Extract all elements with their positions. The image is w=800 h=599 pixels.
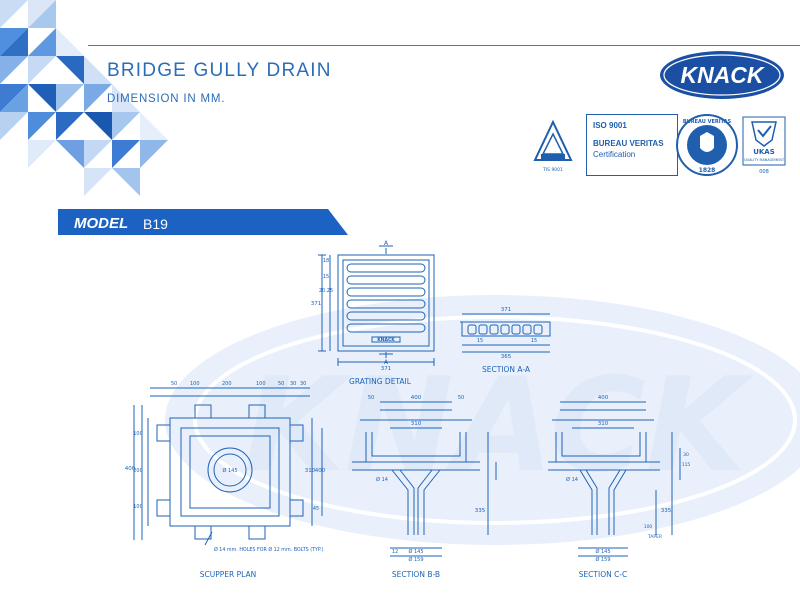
grating-space-dim: 20.25 — [319, 288, 333, 294]
section-bb-top-dim: 400 — [411, 395, 422, 401]
model-label: MODEL — [74, 215, 129, 232]
section-bb-edge-dim-right: 50 — [458, 395, 464, 401]
section-cc-pipe-outer: Ø 159 — [595, 556, 610, 563]
grating-pitch-dim: 15 — [323, 274, 329, 280]
section-cc-taper-dim: 100 — [644, 524, 653, 530]
section-bb-title: SECTION B-B — [392, 570, 440, 579]
section-cc-view — [548, 401, 681, 557]
iso-9001-badge: ISO 9001 BUREAU VERITAS Certification — [586, 114, 678, 176]
section-bb-pipe-inner: Ø 145 — [408, 548, 423, 555]
certification-badges: TIS 9001 ISO 9001 BUREAU VERITAS Certifi… — [527, 112, 789, 178]
section-cc-hole-dim: Ø 14 — [566, 476, 578, 483]
section-bb-depth-dim: 335 — [475, 508, 486, 514]
section-cc-pipe-inner: Ø 145 — [595, 548, 610, 555]
section-marker-a-bottom: A — [384, 359, 389, 366]
plan-overall-left-dim: 400 — [125, 466, 136, 472]
model-code: B19 — [143, 216, 168, 232]
section-cc-title: SECTION C-C — [579, 570, 628, 579]
svg-text:BUREAU VERITAS: BUREAU VERITAS — [683, 119, 732, 125]
section-cc-depth-dim: 335 — [661, 508, 672, 514]
grating-stamp: KNACK — [377, 337, 395, 343]
ukas-badge-icon: UKAS QUALITY MANAGEMENT 008 — [742, 116, 786, 175]
logo-text: KNACK — [680, 62, 764, 88]
svg-text:TIS 9001: TIS 9001 — [542, 167, 563, 173]
svg-text:UKAS: UKAS — [753, 148, 775, 156]
svg-text:QUALITY MANAGEMENT: QUALITY MANAGEMENT — [744, 158, 785, 162]
model-banner — [58, 209, 348, 235]
tis-mark-icon: TIS 9001 — [533, 119, 573, 173]
plan-right-lower-dim: 45 — [313, 506, 319, 512]
section-aa-view — [460, 313, 551, 353]
svg-text:008: 008 — [759, 169, 769, 175]
section-aa-edge-dim: 15 — [477, 338, 483, 344]
grating-detail-title: GRATING DETAIL — [349, 377, 412, 386]
section-cc-taper-label: TAPER — [647, 534, 662, 540]
plan-top-dim-right-2: 30 — [300, 381, 306, 387]
section-aa-width-dim: 371 — [501, 307, 512, 313]
plan-top-dim-right-1: 30 — [290, 381, 296, 387]
section-bb-pipe-outer: Ø 159 — [408, 556, 423, 563]
plan-pipe-dim: Ø 145 — [222, 467, 237, 474]
iso-cert-label: Certification — [593, 150, 636, 159]
section-cc-right-a: 30 — [683, 452, 689, 458]
section-cc-inner-dim: 310 — [598, 421, 609, 427]
plan-top-dim-5: 50 — [278, 381, 284, 387]
grating-height-dim: 371 — [311, 301, 322, 307]
plan-top-dim-4: 100 — [256, 381, 266, 387]
plan-side-dim-2: 200 — [133, 468, 143, 474]
grating-edge-dim: 18 — [323, 258, 329, 264]
plan-top-dim-1: 50 — [171, 381, 177, 387]
svg-text:KNACK: KNACK — [244, 349, 755, 501]
plan-holes-note: Ø 14 mm. HOLES FOR Ø 12 mm. BOLTS (TYP.) — [214, 546, 324, 553]
svg-text:1828: 1828 — [699, 167, 716, 174]
scupper-plan-title: SCUPPER PLAN — [200, 570, 256, 579]
section-cc-right-b: 115 — [682, 462, 691, 468]
section-bb-view — [352, 401, 497, 557]
plan-overall-right-dim: 400 — [315, 468, 326, 474]
grating-width-dim: 371 — [381, 366, 392, 372]
scupper-plan-view — [133, 387, 323, 546]
section-bb-hole-dim: Ø 14 — [376, 476, 388, 483]
iso-bureau-label: BUREAU VERITAS — [593, 139, 664, 148]
iso-label: ISO 9001 — [593, 121, 627, 130]
section-bb-edge-dim: 50 — [368, 395, 374, 401]
section-cc-top-dim: 400 — [598, 395, 609, 401]
section-marker-a-top: A — [384, 240, 389, 247]
plan-top-dim-2: 100 — [190, 381, 200, 387]
section-aa-inner-dim: 365 — [501, 354, 512, 360]
page-subtitle: DIMENSION IN MM. — [107, 93, 226, 105]
header-rule — [88, 45, 800, 46]
plan-top-dim-3: 200 — [222, 381, 232, 387]
knack-watermark: KNACK — [165, 295, 800, 545]
section-bb-flange-dim: 12 — [392, 549, 398, 555]
bureau-veritas-seal-icon: BUREAU VERITAS 1828 — [676, 114, 738, 176]
page-title: BRIDGE GULLY DRAIN — [107, 60, 332, 81]
section-aa-edge-dim-right: 15 — [531, 338, 537, 344]
section-aa-title: SECTION A-A — [482, 365, 531, 374]
knack-logo: KNACK — [660, 51, 784, 99]
plan-side-dim-3: 100 — [133, 504, 143, 510]
plan-side-dim-1: 100 — [133, 431, 143, 437]
section-bb-inner-dim: 310 — [411, 421, 422, 427]
plan-inner-right-dim: 310 — [305, 468, 316, 474]
grating-detail-view — [318, 245, 435, 366]
technical-drawing: KNACK — [125, 240, 800, 579]
corner-triangle-pattern — [0, 0, 168, 196]
